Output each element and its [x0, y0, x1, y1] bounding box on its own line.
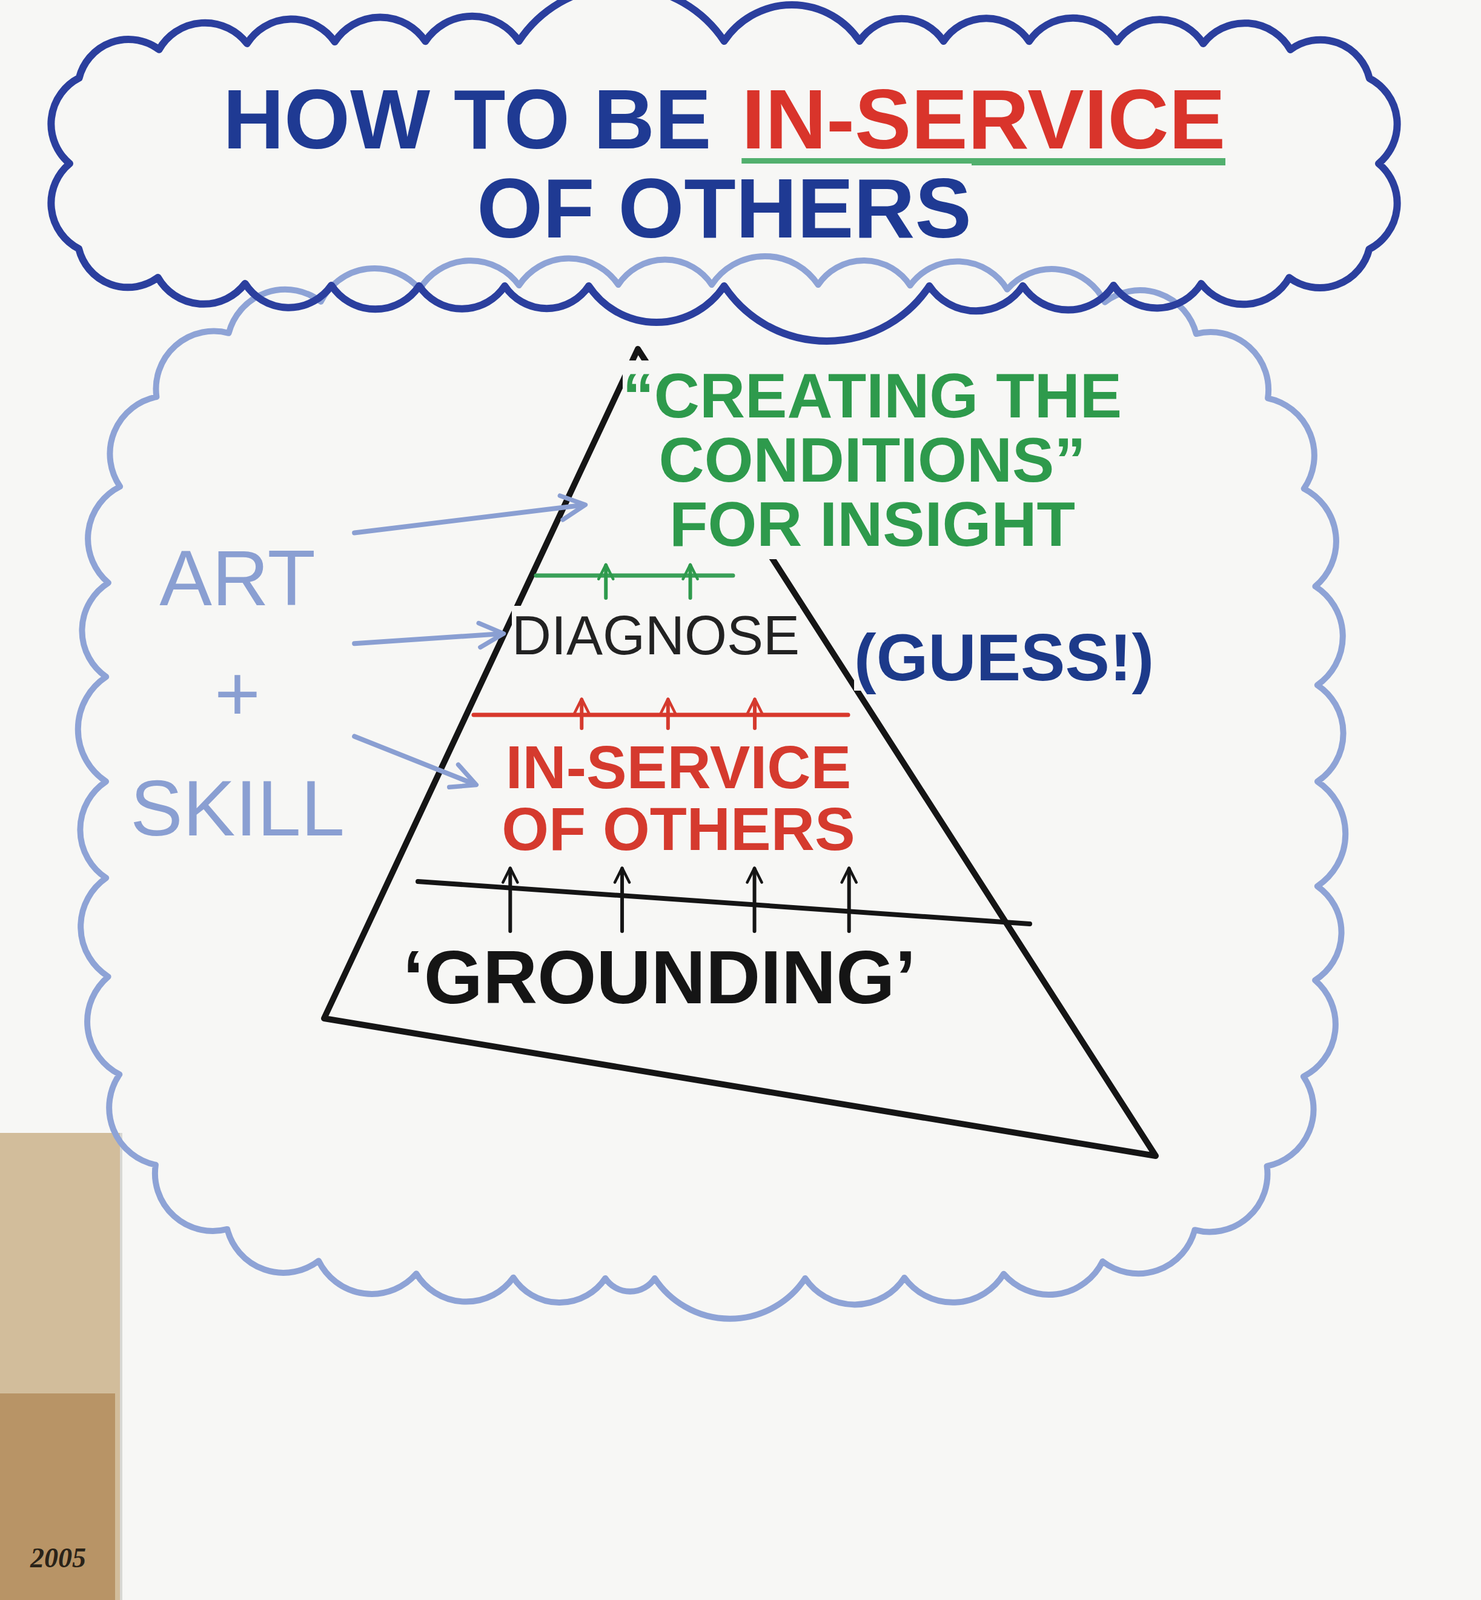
pyramid-band: “CREATING THE CONDITIONS” FOR INSIGHT — [587, 357, 1157, 563]
band-text: ‘GROUNDING’ — [402, 934, 916, 1019]
year-label: 2005 — [30, 1541, 87, 1574]
band-text: (GUESS!) — [854, 623, 1154, 691]
paper-edge — [119, 1132, 123, 1600]
title-text: HOW TO BE — [222, 74, 712, 164]
title-cloud: HOW TO BE IN-SERVICEOF OTHERS — [40, 12, 1408, 315]
pyramid-band: ‘GROUNDING’ — [396, 932, 922, 1021]
thought-cloud — [78, 256, 1346, 1319]
pyramid-band: IN-SERVICE OF OTHERS — [478, 729, 879, 866]
connector-arrow — [354, 633, 503, 644]
connector-arrow — [354, 505, 584, 534]
connector-arrow — [603, 565, 608, 598]
band-text: IN-SERVICE OF OTHERS — [501, 732, 855, 863]
level-divider — [473, 712, 849, 718]
connector-arrow — [752, 699, 757, 729]
connector-arrow — [579, 699, 584, 729]
cardboard-box — [0, 1393, 116, 1600]
connector-arrow — [847, 868, 852, 932]
band-text: “CREATING THE CONDITIONS” FOR INSIGHT — [622, 360, 1122, 560]
text-row: DIAGNOSE (GUESS!) — [511, 605, 1154, 691]
connector-arrow — [620, 868, 624, 932]
connector-arrow — [752, 868, 757, 932]
pyramid-outline — [324, 348, 1156, 1156]
connector-arrow — [666, 699, 670, 729]
connector-arrow — [688, 565, 693, 598]
skill-note: ART + SKILL — [124, 514, 351, 872]
band-text: DIAGNOSE — [511, 605, 800, 666]
connector-arrow — [354, 735, 475, 784]
text-row: OF OTHERS — [476, 163, 972, 253]
connector-arrow — [508, 868, 512, 932]
cloud-outline — [50, 0, 1397, 342]
text-row: HOW TO BE IN-SERVICE — [222, 74, 1226, 164]
title-text: OF OTHERS — [476, 163, 972, 253]
floor-strip — [0, 1132, 122, 1600]
pyramid-band: DIAGNOSE (GUESS!) — [505, 599, 1160, 697]
level-divider — [536, 573, 733, 578]
side-note-text: ART + SKILL — [130, 533, 345, 853]
title-text: IN-SERVICE — [741, 74, 1226, 164]
